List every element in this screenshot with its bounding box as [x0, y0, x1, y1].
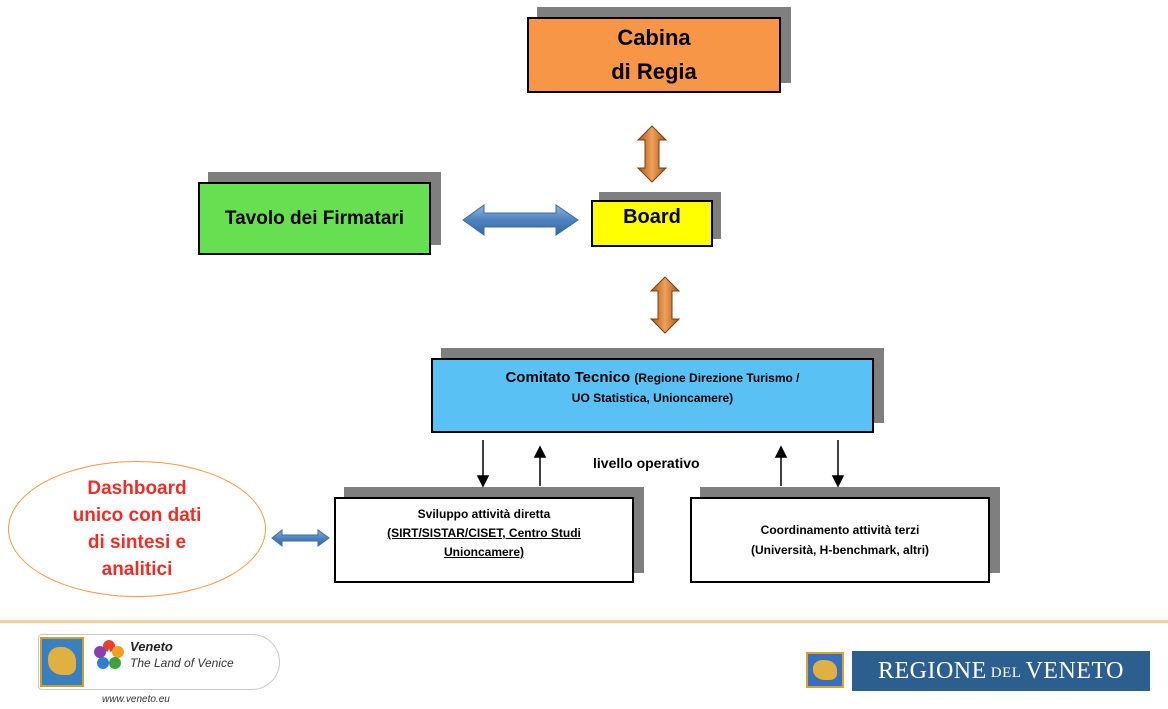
- board-box: Board: [591, 200, 713, 247]
- comitato-tecnico-box: Comitato Tecnico (Regione Direzione Turi…: [431, 358, 874, 433]
- tavolo-label: Tavolo dei Firmatari: [224, 207, 405, 229]
- arrow-down-icon: [831, 475, 845, 488]
- double-arrow-horizontal-icon: [271, 528, 330, 548]
- comitato-detail1: (Regione Direzione Turismo /: [634, 371, 800, 385]
- coordinamento-attivita-box: Coordinamento attività terzi (Università…: [690, 497, 990, 583]
- comitato-title: Comitato Tecnico: [505, 369, 631, 386]
- double-arrow-vertical-icon: [636, 125, 668, 183]
- veneto-brand-subtitle: The Land of Venice: [130, 656, 234, 670]
- arrow-up-icon: [774, 445, 788, 458]
- board-label: Board: [623, 206, 681, 228]
- dashboard-ellipse: Dashboard unico con dati di sintesi e an…: [8, 461, 266, 597]
- sviluppo-line1: Sviluppo attività diretta: [417, 507, 551, 521]
- sviluppo-attivita-box: Sviluppo attività diretta (SIRT/SISTAR/C…: [334, 497, 634, 583]
- dashboard-line2: unico con dati: [72, 505, 202, 526]
- tavolo-firmatari-box: Tavolo dei Firmatari: [198, 182, 431, 255]
- coordinamento-line2: (Università, H-benchmark, altri): [750, 543, 930, 557]
- lion-icon: [806, 652, 844, 688]
- dashboard-line3: di sintesi e: [87, 532, 187, 553]
- cabina-line1: Cabina: [617, 25, 691, 50]
- regione-word: REGIONE: [877, 657, 987, 684]
- regione-del-word: DEL: [990, 664, 1022, 681]
- comitato-detail2: UO Statistica, Unioncamere): [571, 391, 734, 405]
- cabina-di-regia-box: Cabina di Regia: [527, 17, 781, 93]
- double-arrow-vertical-icon: [649, 276, 681, 334]
- livello-operativo-label: livello operativo: [593, 455, 700, 471]
- dashboard-line4: analitici: [101, 559, 173, 580]
- arrow-down-icon: [476, 475, 490, 488]
- veneto-brand-title: Veneto: [130, 639, 173, 654]
- sviluppo-line2: (SIRT/SISTAR/CISET, Centro Studi: [387, 526, 581, 540]
- regione-veneto-logo: REGIONE DEL VENETO: [852, 651, 1150, 691]
- dashboard-line1: Dashboard: [87, 478, 187, 499]
- veneto-url: www.veneto.eu: [102, 694, 170, 705]
- regione-veneto-word: VENETO: [1025, 657, 1125, 684]
- sviluppo-line3: Unioncamere): [443, 545, 525, 559]
- coordinamento-line1: Coordinamento attività terzi: [760, 523, 920, 537]
- arrow-up-icon: [533, 445, 547, 458]
- footer-divider: [0, 620, 1168, 623]
- lion-icon: [40, 637, 84, 687]
- double-arrow-horizontal-icon: [462, 204, 579, 236]
- star-icon: [94, 640, 124, 669]
- cabina-line2: di Regia: [611, 59, 697, 84]
